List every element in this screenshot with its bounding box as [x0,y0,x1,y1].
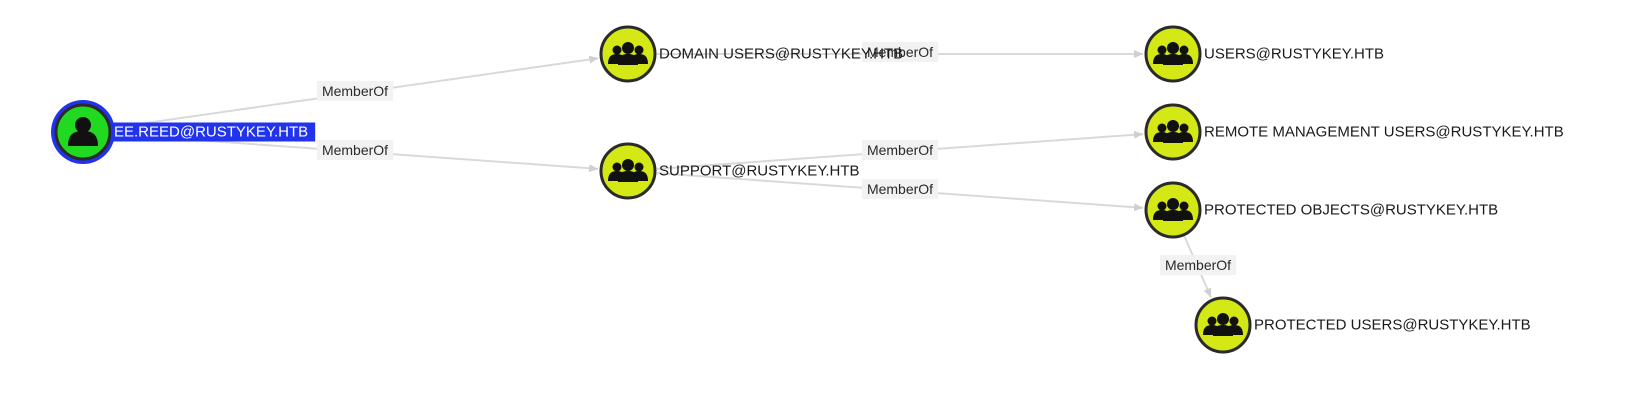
node-support[interactable]: SUPPORT@RUSTYKEY.HTB [599,142,860,200]
edges-layer: MemberOfMemberOfMemberOfMemberOfMemberOf… [111,42,1237,298]
edge-label: MemberOf [867,181,933,197]
edge-label: MemberOf [322,83,388,99]
edge-support-to-protected-objects[interactable]: MemberOf [656,172,1144,212]
nodes-layer: EE.REED@RUSTYKEY.HTB DOMAIN USERS@RUSTYKE… [51,25,1564,354]
node-label: USERS@RUSTYKEY.HTB [1204,46,1384,63]
node-protected-users[interactable]: PROTECTED USERS@RUSTYKEY.HTB [1194,296,1531,354]
node-label: EE.REED@RUSTYKEY.HTB [114,124,308,141]
edge-support-to-remote-mgmt[interactable]: MemberOf [656,130,1144,170]
selected-label-background [111,122,316,142]
edge-label: MemberOf [322,142,388,158]
node-domain-users[interactable]: DOMAIN USERS@RUSTYKEY.HTB [599,25,903,83]
node-label: PROTECTED OBJECTS@RUSTYKEY.HTB [1204,202,1498,219]
edge-label-background [861,42,939,62]
edge-label-background [861,179,939,199]
edge-ee-reed-to-domain-users[interactable]: MemberOf [111,55,599,129]
node-ee-reed[interactable]: EE.REED@RUSTYKEY.HTB [51,100,316,164]
node-label: PROTECTED USERS@RUSTYKEY.HTB [1254,317,1531,334]
node-remote-mgmt[interactable]: REMOTE MANAGEMENT USERS@RUSTYKEY.HTB [1144,103,1564,161]
edge-label-background [861,140,939,160]
edge-label-background [316,81,394,101]
node-label: DOMAIN USERS@RUSTYKEY.HTB [659,46,903,63]
edge-protected-objects-to-protected-users[interactable]: MemberOf [1159,236,1237,298]
edge-label-background [1159,255,1237,275]
edge-label: MemberOf [1165,257,1231,273]
node-label: SUPPORT@RUSTYKEY.HTB [659,163,860,180]
node-label: REMOTE MANAGEMENT USERS@RUSTYKEY.HTB [1204,124,1564,141]
edge-label: MemberOf [867,44,933,60]
node-users[interactable]: USERS@RUSTYKEY.HTB [1144,25,1384,83]
edge-domain-users-to-users[interactable]: MemberOf [657,42,1143,62]
edge-label-background [316,140,394,160]
node-protected-objects[interactable]: PROTECTED OBJECTS@RUSTYKEY.HTB [1144,181,1498,239]
edge-label: MemberOf [867,142,933,158]
